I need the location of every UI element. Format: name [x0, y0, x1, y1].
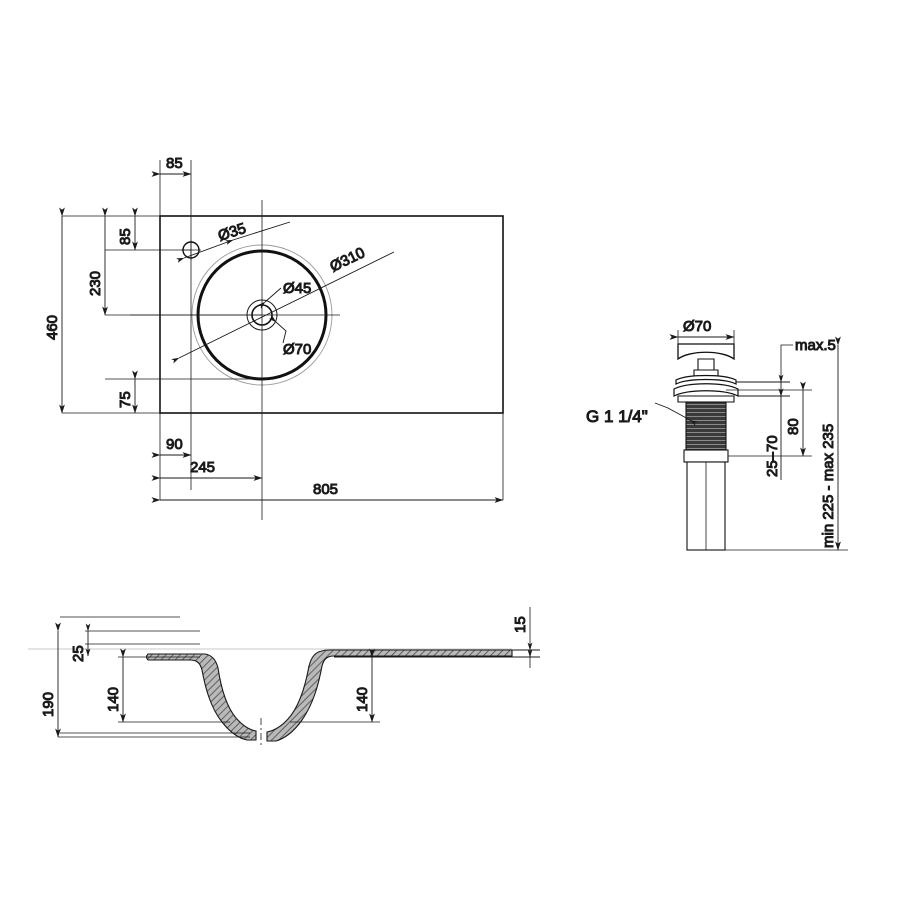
drain-flange-base [677, 395, 735, 403]
drain-cap-stem [697, 358, 715, 371]
dim-left85-label: 85 [117, 228, 134, 245]
dim-total-label: min 225 - max 235 [820, 424, 837, 548]
section-left-wall [145, 653, 257, 741]
section-view-group: 25 190 140 140 15 [28, 607, 540, 745]
top-view-group: Ø310 Ø35 Ø45 Ø70 85 85 230 460 75 [44, 155, 504, 520]
dim-245-label: 245 [190, 459, 215, 476]
dim-140R-label: 140 [354, 687, 371, 712]
dim-80-label: 80 [785, 418, 802, 435]
dia35-leader [176, 239, 234, 263]
dia45-label: Ø45 [283, 280, 311, 297]
dim-140L-label: 140 [105, 687, 122, 712]
dim-top85-label: 85 [166, 155, 183, 172]
dia70-leader [268, 315, 287, 344]
dia70-label: Ø70 [283, 341, 311, 358]
dim-230-label: 230 [87, 271, 104, 296]
section-right-wall [266, 649, 513, 742]
thread-leader [654, 402, 698, 426]
dia310-leader [171, 251, 395, 364]
drain-nut [683, 449, 729, 463]
drain-cap [677, 343, 735, 361]
dia35-leader-ext [232, 221, 291, 241]
dia45-leader [257, 287, 282, 309]
drain-threaded-body [685, 401, 727, 451]
drain-detail-group: Ø70 max.5 80 25–70 min 225 - max 235 G 1… [586, 318, 848, 551]
dim-75-label: 75 [117, 391, 134, 408]
dim-d70-label: Ø70 [683, 318, 711, 335]
dim-805-label: 805 [313, 481, 338, 498]
dim-460-label: 460 [44, 315, 61, 340]
thread-label: G 1 1/4" [586, 407, 648, 426]
dim-25-label: 25 [70, 645, 87, 662]
basin-outline [159, 215, 504, 414]
dim-max5-leader [780, 344, 793, 382]
dim-190-label: 190 [40, 692, 57, 717]
dia35-label: Ø35 [216, 220, 248, 245]
dia310-label: Ø310 [327, 244, 367, 275]
dim-2570-label: 25–70 [764, 435, 781, 477]
dim-max5-label: max.5 [795, 337, 836, 354]
dim-15-label: 15 [512, 616, 529, 633]
dim-90-label: 90 [166, 436, 183, 453]
drain-flange-upper [675, 374, 737, 385]
